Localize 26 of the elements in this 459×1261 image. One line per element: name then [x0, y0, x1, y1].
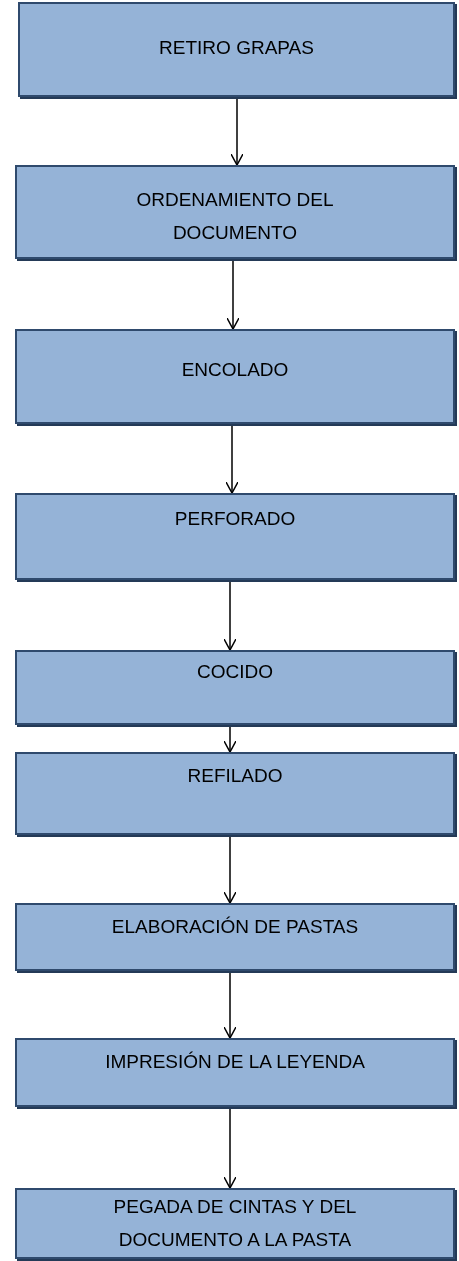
arrow [223, 836, 237, 904]
process-box [15, 165, 455, 259]
process-box [15, 752, 455, 835]
process-box [15, 493, 455, 580]
step-label: PERFORADO [173, 507, 297, 531]
step-label: RETIRO GRAPAS [158, 36, 315, 60]
process-box [15, 1188, 455, 1259]
arrow [230, 98, 244, 166]
step-label: ELABORACIÓN DE PASTAS [110, 915, 360, 939]
step-label: COCIDO [196, 660, 274, 684]
process-box [15, 650, 455, 725]
step-label: PEGADA DE CINTAS Y DEL DOCUMENTO A LA PASTA [112, 1195, 358, 1252]
process-box [15, 903, 455, 971]
arrow [223, 581, 237, 651]
arrow [223, 726, 237, 753]
process-box [15, 329, 455, 424]
arrow [226, 260, 240, 330]
arrow [223, 1108, 237, 1189]
process-box [18, 2, 455, 97]
step-label: REFILADO [186, 764, 284, 788]
step-label: ENCOLADO [180, 358, 290, 382]
arrow [225, 425, 239, 494]
arrow [223, 972, 237, 1039]
step-label: ORDENAMIENTO DEL DOCUMENTO [135, 188, 335, 245]
process-box [15, 1038, 455, 1107]
step-label: IMPRESIÓN DE LA LEYENDA [104, 1050, 366, 1074]
